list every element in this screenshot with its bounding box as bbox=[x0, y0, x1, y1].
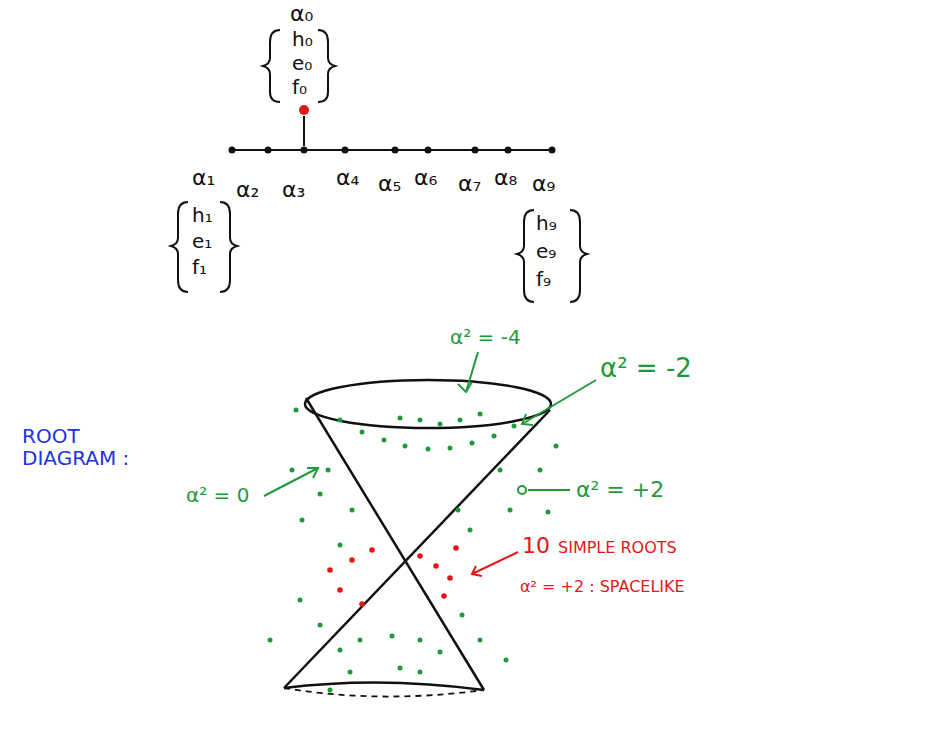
generator: h₀ bbox=[292, 28, 313, 50]
generator: f₉ bbox=[536, 268, 551, 290]
note: SIMPLE ROOTS bbox=[558, 539, 677, 557]
cone-line bbox=[306, 398, 484, 690]
root-name: α₂ bbox=[236, 178, 259, 202]
generator: e₀ bbox=[292, 52, 312, 74]
root-name: α₈ bbox=[494, 166, 517, 190]
root-norm: α² = -4 bbox=[450, 326, 521, 348]
root-norm: α² = +2 bbox=[576, 478, 664, 502]
generator: e₁ bbox=[192, 230, 212, 252]
root-norm: α² = 0 bbox=[186, 484, 249, 506]
dynkin-link bbox=[303, 116, 305, 146]
callout-arrow bbox=[472, 552, 518, 576]
generator: f₀ bbox=[292, 76, 307, 98]
root-name: α₄ bbox=[336, 166, 359, 190]
root-name: α₆ bbox=[414, 166, 437, 190]
root-name: α₀ bbox=[290, 2, 313, 26]
brace bbox=[517, 210, 534, 302]
brace bbox=[263, 30, 280, 102]
brace bbox=[171, 202, 188, 292]
cone-rim bbox=[284, 682, 484, 690]
root-name: α₉ bbox=[532, 172, 555, 196]
callout-arrows bbox=[264, 352, 596, 496]
cone-rim bbox=[284, 688, 484, 697]
root-name: α₇ bbox=[458, 172, 481, 196]
generator: h₉ bbox=[536, 212, 557, 234]
root-name: α₁ bbox=[192, 166, 215, 190]
generator: h₁ bbox=[192, 204, 213, 226]
root-dots bbox=[268, 408, 559, 693]
brace bbox=[570, 210, 587, 302]
root-norm: α² = -2 bbox=[600, 354, 692, 383]
note: 10 bbox=[522, 534, 550, 558]
note: α² = +2 : SPACELIKE bbox=[520, 578, 685, 596]
root-name: α₃ bbox=[282, 178, 305, 202]
brace bbox=[318, 30, 335, 102]
dynkin-nodes bbox=[229, 147, 556, 154]
root-name: α₅ bbox=[378, 172, 401, 196]
generator: f₁ bbox=[192, 256, 207, 278]
generator: e₉ bbox=[536, 240, 556, 262]
cone-line bbox=[284, 410, 550, 688]
dynkin-node bbox=[299, 105, 309, 115]
brace bbox=[220, 202, 237, 292]
simple-root-dots bbox=[327, 545, 459, 607]
section-title: ROOT DIAGRAM : bbox=[22, 425, 154, 469]
cone-rim bbox=[305, 380, 551, 428]
